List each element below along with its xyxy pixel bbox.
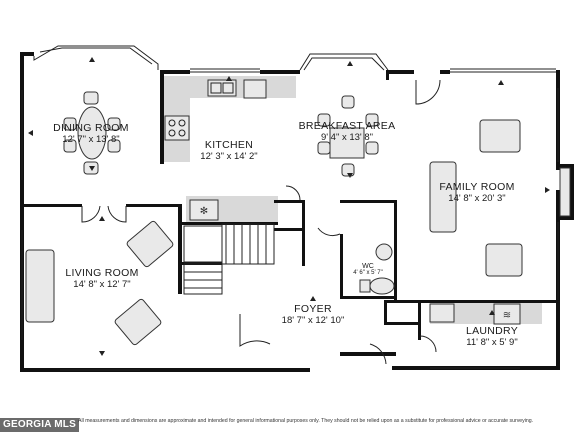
family-room-name: FAMILY ROOM bbox=[439, 181, 514, 193]
family-room-dim: 14' 8" x 20' 3" bbox=[448, 193, 505, 204]
foyer-dim: 18' 7" x 12' 10" bbox=[282, 315, 345, 326]
laundry-name: LAUNDRY bbox=[466, 325, 518, 337]
sofa-icon bbox=[429, 119, 523, 277]
stairs bbox=[183, 223, 275, 295]
svg-text:✻: ✻ bbox=[200, 206, 208, 217]
sink-icon bbox=[207, 79, 237, 97]
dryer-icon: ≋ bbox=[493, 303, 521, 325]
dishwasher bbox=[243, 79, 267, 99]
disclaimer-text: All measurements and dimensions are appr… bbox=[78, 418, 534, 424]
dining-room-dim: 12' 7" x 13' 8" bbox=[62, 134, 119, 145]
georgia-mls-logo: GEORGIA MLS bbox=[0, 418, 79, 432]
dimension-markers bbox=[28, 57, 550, 356]
breakfast-area-name: BREAKFAST AREA bbox=[299, 120, 396, 132]
toilet-icon bbox=[359, 243, 395, 295]
stove-icon: ✻ bbox=[189, 199, 219, 221]
living-sofa bbox=[25, 220, 174, 346]
chair-icon bbox=[317, 95, 379, 177]
doors bbox=[81, 79, 441, 365]
washer-icon bbox=[429, 303, 455, 323]
living-room-name: LIVING ROOM bbox=[65, 267, 138, 279]
wc-name: WC bbox=[362, 263, 374, 270]
wc-dim: 4' 6" x 5' 7" bbox=[353, 270, 383, 276]
table-icon bbox=[63, 91, 121, 175]
fireplace-icon bbox=[559, 167, 571, 217]
svg-text:≋: ≋ bbox=[503, 310, 511, 321]
kitchen-name: KITCHEN bbox=[205, 139, 253, 151]
kitchen-dim: 12' 3" x 14' 2" bbox=[200, 151, 257, 162]
laundry-dim: 11' 8" x 5' 9" bbox=[466, 337, 517, 348]
cooktop-icon bbox=[164, 115, 190, 141]
breakfast-area-dim: 9' 4" x 13' 8" bbox=[321, 132, 373, 143]
foyer-name: FOYER bbox=[294, 303, 332, 315]
dining-room-name: DINING ROOM bbox=[53, 122, 129, 134]
living-room-dim: 14' 8" x 12' 7" bbox=[73, 279, 130, 290]
windows bbox=[21, 45, 559, 371]
